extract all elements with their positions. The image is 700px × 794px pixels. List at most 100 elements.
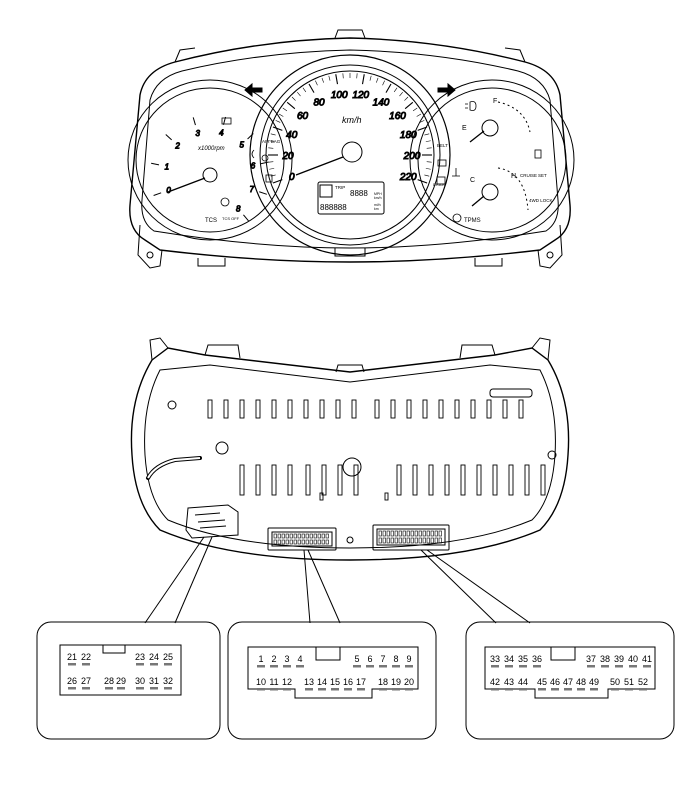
speedo-tick xyxy=(272,126,283,131)
speedo-tick xyxy=(270,174,276,177)
pin-slot xyxy=(296,665,304,668)
pin-number-label: 7 xyxy=(380,654,385,664)
speedo-tick-label: 80 xyxy=(313,97,325,108)
speedo-tick xyxy=(321,77,324,83)
rear-vent-slot xyxy=(454,399,460,419)
pin-slot xyxy=(366,665,374,668)
leader-right-b xyxy=(426,549,531,624)
rear-pin xyxy=(402,537,406,544)
rear-top-clip-right xyxy=(459,344,496,359)
cruise-label: CRUISE xyxy=(520,173,537,178)
speedo-bezel xyxy=(259,64,441,246)
tacho-tick xyxy=(151,162,160,166)
pin-number-label: 9 xyxy=(406,654,411,664)
pin-slot xyxy=(505,665,513,668)
pin-slot xyxy=(625,688,633,691)
fuel-pump-icon xyxy=(534,149,542,159)
4wd-lock-label: 4WD LOCK xyxy=(529,198,553,203)
pin-number-label: 5 xyxy=(354,654,359,664)
rear-pin xyxy=(293,539,297,545)
leader-middle-b xyxy=(307,549,341,624)
speedo-tick xyxy=(382,80,385,86)
tacho-tick xyxy=(259,191,267,195)
speedo-tick xyxy=(270,133,276,136)
pin-number-label: 25 xyxy=(163,652,173,662)
pin-slot xyxy=(68,663,76,666)
tacho-tick-label: 1 xyxy=(165,162,169,171)
abs-icon xyxy=(251,149,255,159)
pin-slot xyxy=(519,688,527,691)
speedo-tick xyxy=(399,91,403,97)
lcd-digits-top: 8888 xyxy=(350,189,368,198)
fuel-needle xyxy=(469,130,485,143)
pin-number-label: 2 xyxy=(271,654,276,664)
rear-pin xyxy=(289,539,293,545)
pin-slot xyxy=(136,687,144,690)
rear-pin xyxy=(422,537,426,544)
speedo-hub xyxy=(341,141,363,163)
pin-slot xyxy=(643,665,651,668)
connector-box-middle xyxy=(227,621,437,740)
tpms-icon xyxy=(452,213,462,223)
pin-number-label: 49 xyxy=(589,677,599,687)
pin-slot xyxy=(344,688,352,691)
mount-tab-left xyxy=(137,224,163,269)
pin-number-label: 22 xyxy=(81,652,91,662)
mount-tab-right xyxy=(537,224,563,269)
pin-slot xyxy=(601,665,609,668)
leader-left-a xyxy=(144,536,205,624)
rear-pin xyxy=(426,537,430,544)
rear-pin xyxy=(394,537,398,544)
speedo-tick xyxy=(315,80,318,86)
rear-pin xyxy=(430,537,434,544)
pin-slot xyxy=(551,688,559,691)
rear-pin xyxy=(394,530,398,537)
seatbelt-icon xyxy=(221,117,232,125)
rear-pin xyxy=(293,533,297,539)
pin-number-label: 31 xyxy=(149,676,159,686)
rear-corner-tab-right xyxy=(531,337,551,361)
rear-pin xyxy=(378,537,382,544)
rear-vent-slot xyxy=(470,399,476,419)
temp-needle xyxy=(471,195,485,207)
pin-number-label: 47 xyxy=(563,677,573,687)
rear-connector-right xyxy=(372,524,450,551)
lcd-trip-label: TRIP xyxy=(335,185,345,190)
rear-vent-slot xyxy=(321,464,327,496)
speedo-tick xyxy=(404,101,414,110)
airbag-label: AIR BAG xyxy=(262,139,281,144)
pin-slot xyxy=(577,688,585,691)
bottom-clip xyxy=(197,248,503,267)
rear-pin xyxy=(418,537,422,544)
rear-vent-slot xyxy=(428,464,434,496)
rear-pin xyxy=(285,533,289,539)
connector-box-right xyxy=(465,621,675,740)
pin-slot xyxy=(270,665,278,668)
rear-pin xyxy=(317,539,321,545)
rear-pin xyxy=(382,537,386,544)
connector-right-plug xyxy=(484,646,656,699)
speedo-tick xyxy=(286,101,296,110)
pin-number-label: 50 xyxy=(610,677,620,687)
rear-pin xyxy=(414,530,418,537)
tacho-tick xyxy=(153,192,162,196)
temp-c-label: C xyxy=(470,177,475,184)
speedo-tick xyxy=(282,107,288,112)
fuel-arc xyxy=(497,101,531,133)
pin-slot xyxy=(283,665,291,668)
pin-number-label: 6 xyxy=(367,654,372,664)
fuel-e-label: E xyxy=(462,125,467,132)
rear-vent-slot xyxy=(353,464,359,496)
speedo-tick xyxy=(425,168,431,170)
pin-number-label: 3 xyxy=(284,654,289,664)
mount-hole-left xyxy=(146,251,154,259)
rear-vent-slot xyxy=(303,399,309,419)
pin-number-label: 17 xyxy=(356,677,366,687)
pin-slot xyxy=(331,688,339,691)
rear-top-clip-center xyxy=(335,364,365,373)
front-housing-inner xyxy=(141,49,559,249)
front-warning-icons xyxy=(220,101,542,223)
pin-number-label: 10 xyxy=(256,677,266,687)
speed-unit-label: km/h xyxy=(342,115,362,125)
rear-vent-slot xyxy=(374,399,380,419)
